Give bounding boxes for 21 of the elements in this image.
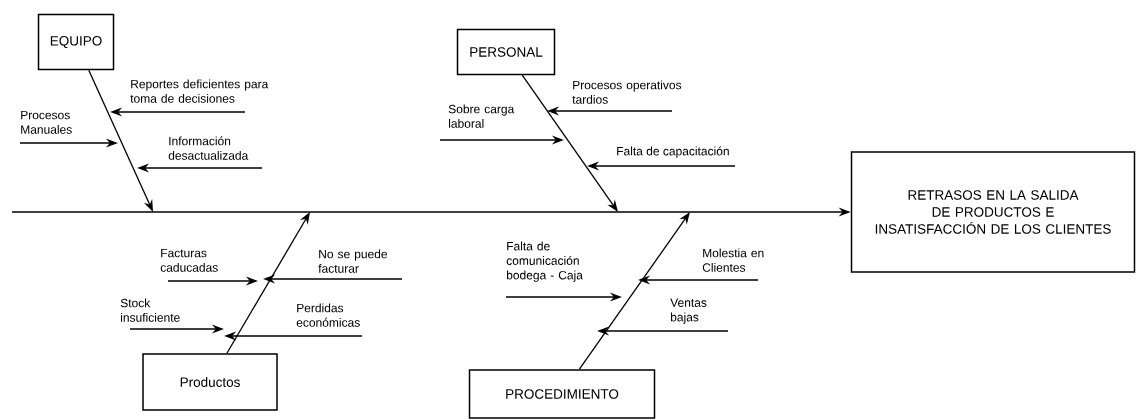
category-box: EQUIPO bbox=[37, 13, 115, 71]
cause-label: Perdidas económicas bbox=[296, 303, 360, 327]
cause-label: Molestia en Clientes bbox=[702, 248, 764, 272]
cause-label: Reportes deficientes para toma de decisiones bbox=[130, 79, 269, 103]
cause-label: Facturas caducadas bbox=[160, 248, 218, 272]
effect-box: RETRASOS EN LA SALIDA DE PRODUCTOS E INSATISFACCIÓN DE LOS CLIENTES bbox=[850, 151, 1136, 273]
arrow bbox=[521, 74, 618, 212]
cause-label: Procesos Manuales bbox=[21, 110, 72, 134]
cause-label: Sobre carga laboral bbox=[448, 104, 515, 128]
cause-label: Stock insuficiente bbox=[120, 298, 180, 322]
cause-label: Información desactualizada bbox=[168, 136, 249, 160]
arrow bbox=[226, 212, 310, 354]
cause-label: No se puede facturar bbox=[318, 249, 388, 273]
arrow bbox=[578, 212, 690, 370]
cause-label: Falta de comunicación bodega - Caja bbox=[506, 241, 583, 282]
category-box: PERSONAL bbox=[456, 28, 556, 76]
cause-label: Falta de capacitación bbox=[617, 146, 729, 158]
category-box: PROCEDIMIENTO bbox=[468, 369, 656, 419]
cause-label: Ventas bajas bbox=[670, 298, 707, 324]
category-box: Productos bbox=[142, 353, 278, 411]
cause-label: Procesos operativos tardios bbox=[572, 80, 682, 104]
